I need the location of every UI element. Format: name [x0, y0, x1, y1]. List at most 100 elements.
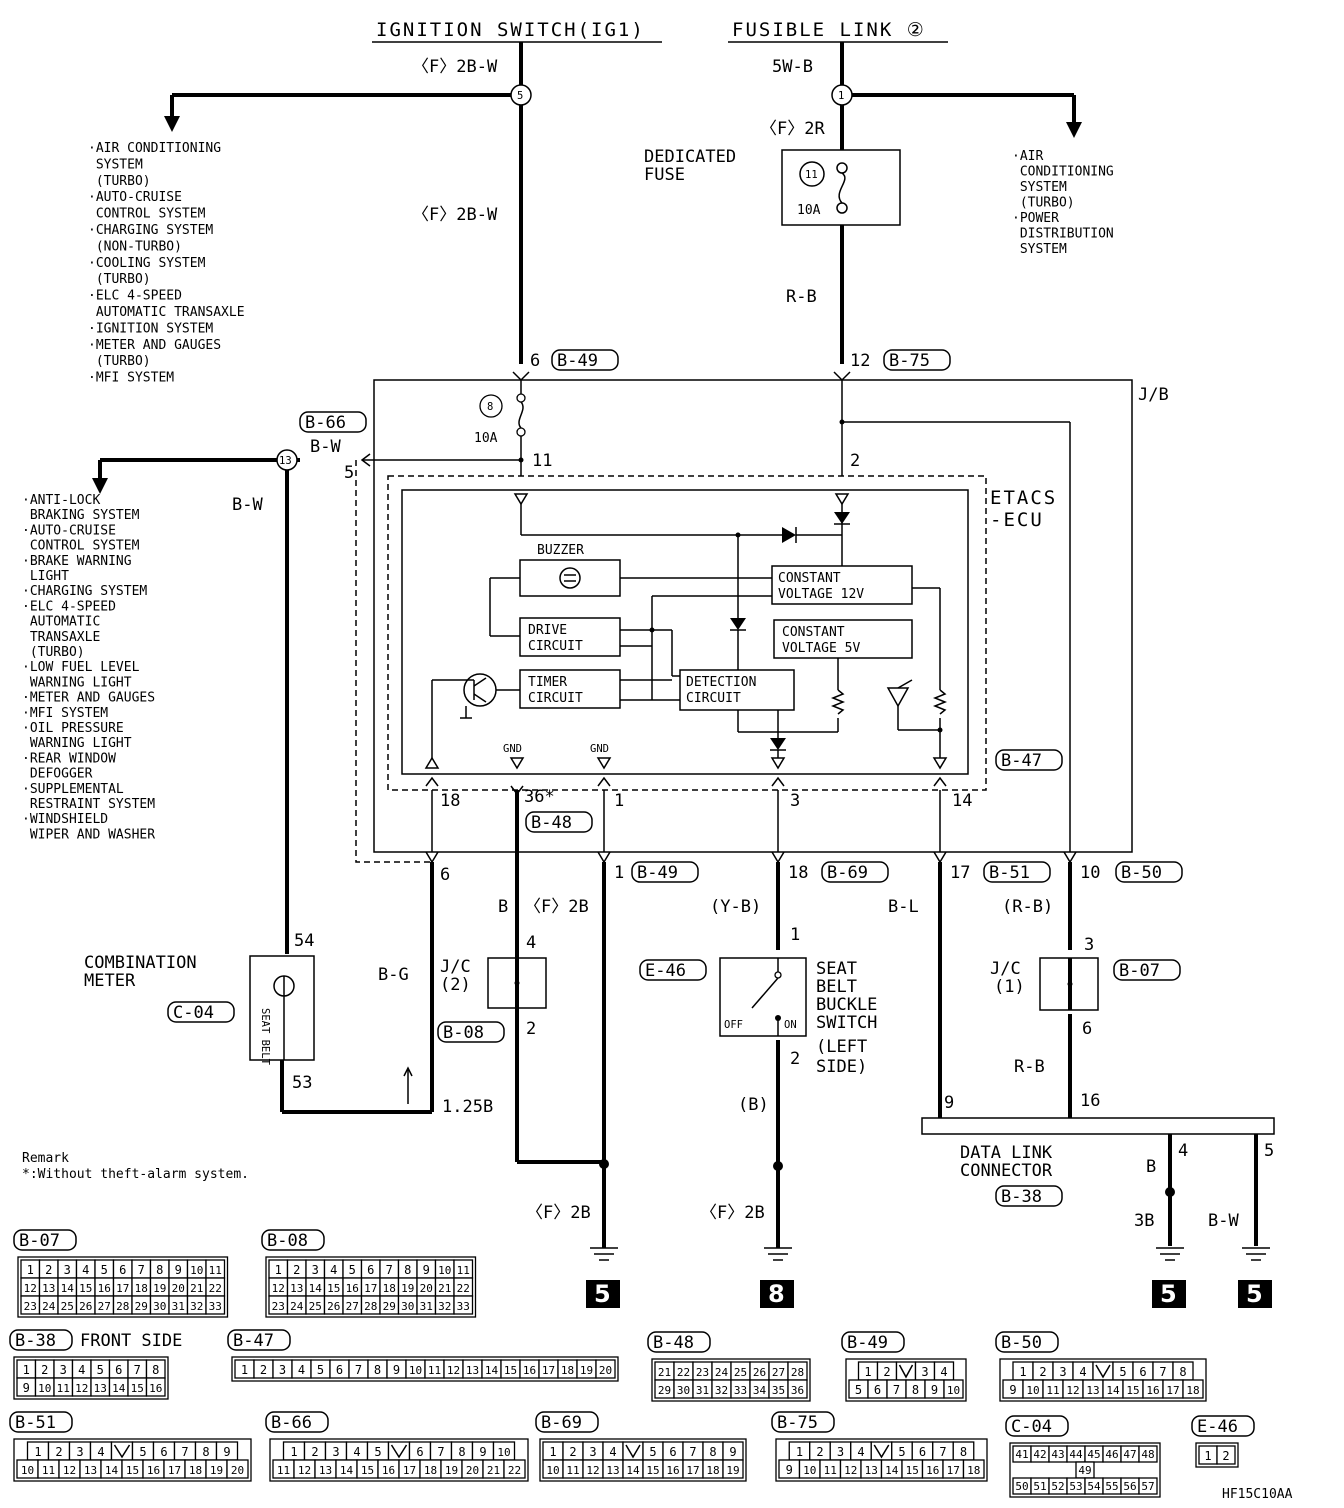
connector-pin-number: 7: [181, 1445, 188, 1459]
connector-pin-number: 15: [79, 1282, 92, 1295]
connector-tag: B-75: [777, 1413, 818, 1433]
connector-pin-number: 16: [98, 1282, 111, 1295]
junction-block-box: [373, 379, 1133, 853]
connector-pin-number: 44: [1069, 1448, 1083, 1461]
connector-cell: [453, 1295, 474, 1315]
switch-label-6: SIDE): [816, 1057, 867, 1077]
system-list-item: (TURBO): [22, 645, 85, 660]
remark-text: *:Without theft-alarm system.: [22, 1167, 249, 1182]
connector-pin-number: 5: [101, 1263, 108, 1277]
connector-pin-number: 17: [686, 1464, 699, 1477]
jc2-label-2: (2): [440, 975, 471, 995]
connector-key: [390, 1444, 408, 1459]
connector-pin-number: 13: [94, 1382, 107, 1395]
dedicated-fuse-label-1: DEDICATED: [644, 147, 736, 167]
meter-label-2: METER: [84, 971, 136, 991]
connector-pin-number: 15: [361, 1464, 374, 1477]
system-list-item: CONTROL SYSTEM: [22, 539, 140, 554]
connector-pin-number: 54: [1087, 1480, 1101, 1493]
fusible-link-title: FUSIBLE LINK ②: [732, 19, 926, 41]
connector-pin-number: 8: [912, 1383, 919, 1397]
connector-pin-number: 2: [293, 1263, 300, 1277]
system-list-item: ·LOW FUEL LEVEL: [22, 660, 140, 675]
fuse-8-label: 8: [487, 401, 493, 413]
connector-pin-number: 15: [906, 1464, 919, 1477]
connector-pin-number: 5: [97, 1363, 104, 1377]
connector-pin-number: 10: [497, 1446, 510, 1459]
tag-b75: B-75: [889, 351, 930, 371]
connector-pin-number: 9: [479, 1445, 486, 1459]
connector-pin-number: 46: [1105, 1448, 1118, 1461]
jc2-label-1: J/C: [440, 957, 471, 977]
cv5-line2: VOLTAGE 5V: [782, 641, 860, 656]
diagram-code: HF15C10AA: [1222, 1487, 1293, 1502]
connector-pin-number: 10: [803, 1464, 816, 1477]
gnd-label-1: GND: [503, 743, 522, 755]
connector-pin-number: 49: [1078, 1464, 1091, 1477]
connector-pin-number: 4: [609, 1445, 616, 1459]
switch-label-2: BELT: [816, 977, 857, 997]
connector-pin-number: 18: [1186, 1384, 1199, 1397]
etacs-label-1: ETACS: [990, 487, 1057, 509]
connector-pin-number: 6: [669, 1445, 676, 1459]
bw-wire-label: B-W: [310, 437, 341, 457]
pin-54: 54: [294, 931, 314, 951]
connector-pin-number: 15: [504, 1364, 517, 1377]
connector-pin-number: 18: [383, 1282, 396, 1295]
etacs-ecu-boundary: [387, 475, 987, 791]
connector-pin-number: 5: [855, 1383, 862, 1397]
pin-3-jc1: 3: [1084, 935, 1094, 955]
ig-wire-top-label: 〈F〉2B-W: [412, 57, 498, 77]
connector-pin-number: 8: [709, 1445, 716, 1459]
connector-pin-number: 7: [893, 1383, 900, 1397]
pin-2: 2: [850, 451, 860, 471]
connector-pin-number: 24: [715, 1366, 729, 1379]
f2b-wire-label: 〈F〉2B: [524, 897, 589, 917]
dedicated-fuse-label-2: FUSE: [644, 165, 685, 185]
bg-wire-label: B-G: [378, 965, 409, 985]
seat-belt-indicator-label: SEAT BELT: [259, 1008, 271, 1066]
connector-pin-number: 6: [160, 1445, 167, 1459]
connector-pin-number: 18: [424, 1464, 437, 1477]
yb-wire-label: (Y-B): [710, 897, 761, 917]
connector-pin-number: 32: [715, 1384, 728, 1397]
tag-b47: B-47: [1001, 751, 1042, 771]
connector-tag: B-48: [653, 1333, 694, 1353]
connector-pin-number: 10: [438, 1264, 451, 1277]
connector-tag: B-47: [233, 1331, 274, 1351]
buzzer-label: BUZZER: [537, 543, 584, 558]
connector-key: [113, 1444, 131, 1459]
connector-pin-number: 3: [76, 1445, 83, 1459]
connector-pin-number: 29: [383, 1300, 396, 1313]
transistor-icon: [463, 673, 497, 707]
connector-pin-number: 16: [149, 1382, 162, 1395]
connector-pin-number: 6: [1139, 1365, 1146, 1379]
connector-pin-number: 9: [175, 1263, 182, 1277]
connector-pin-number: 11: [824, 1464, 837, 1477]
ignition-switch-title: IGNITION SWITCH(IG1): [376, 19, 645, 41]
tag-b07: B-07: [1119, 961, 1160, 981]
connector-tag: B-08: [267, 1231, 308, 1251]
connector-pin-number: 1: [34, 1445, 41, 1459]
system-list-item: ·ELC 4-SPEED: [88, 289, 182, 304]
timer-line2: CIRCUIT: [528, 691, 583, 706]
pin-17-out: 17: [950, 863, 970, 883]
switch-on-label: ON: [784, 1019, 797, 1031]
connector-pin-number: 8: [404, 1263, 411, 1277]
drive-circuit-box: [519, 617, 621, 657]
connector-pin-number: 13: [42, 1282, 55, 1295]
connector-pin-number: 7: [138, 1263, 145, 1277]
connector-pin-number: 8: [960, 1445, 967, 1459]
detection-circuit-box: [679, 669, 795, 711]
connector-pin-number: 21: [487, 1464, 500, 1477]
connector-pin-number: 11: [57, 1382, 70, 1395]
connector-pin-number: 32: [438, 1300, 451, 1313]
connector-pin-number: 24: [290, 1300, 304, 1313]
connector-pin-number: 48: [1141, 1448, 1154, 1461]
connector-pin-number: 11: [457, 1264, 470, 1277]
fl-wire-2r-label: 〈F〉2R: [760, 119, 825, 139]
connector-pin-number: 5: [374, 1445, 381, 1459]
dlc-b-label: B: [1146, 1157, 1156, 1177]
connector-pin-number: 1: [241, 1363, 248, 1377]
